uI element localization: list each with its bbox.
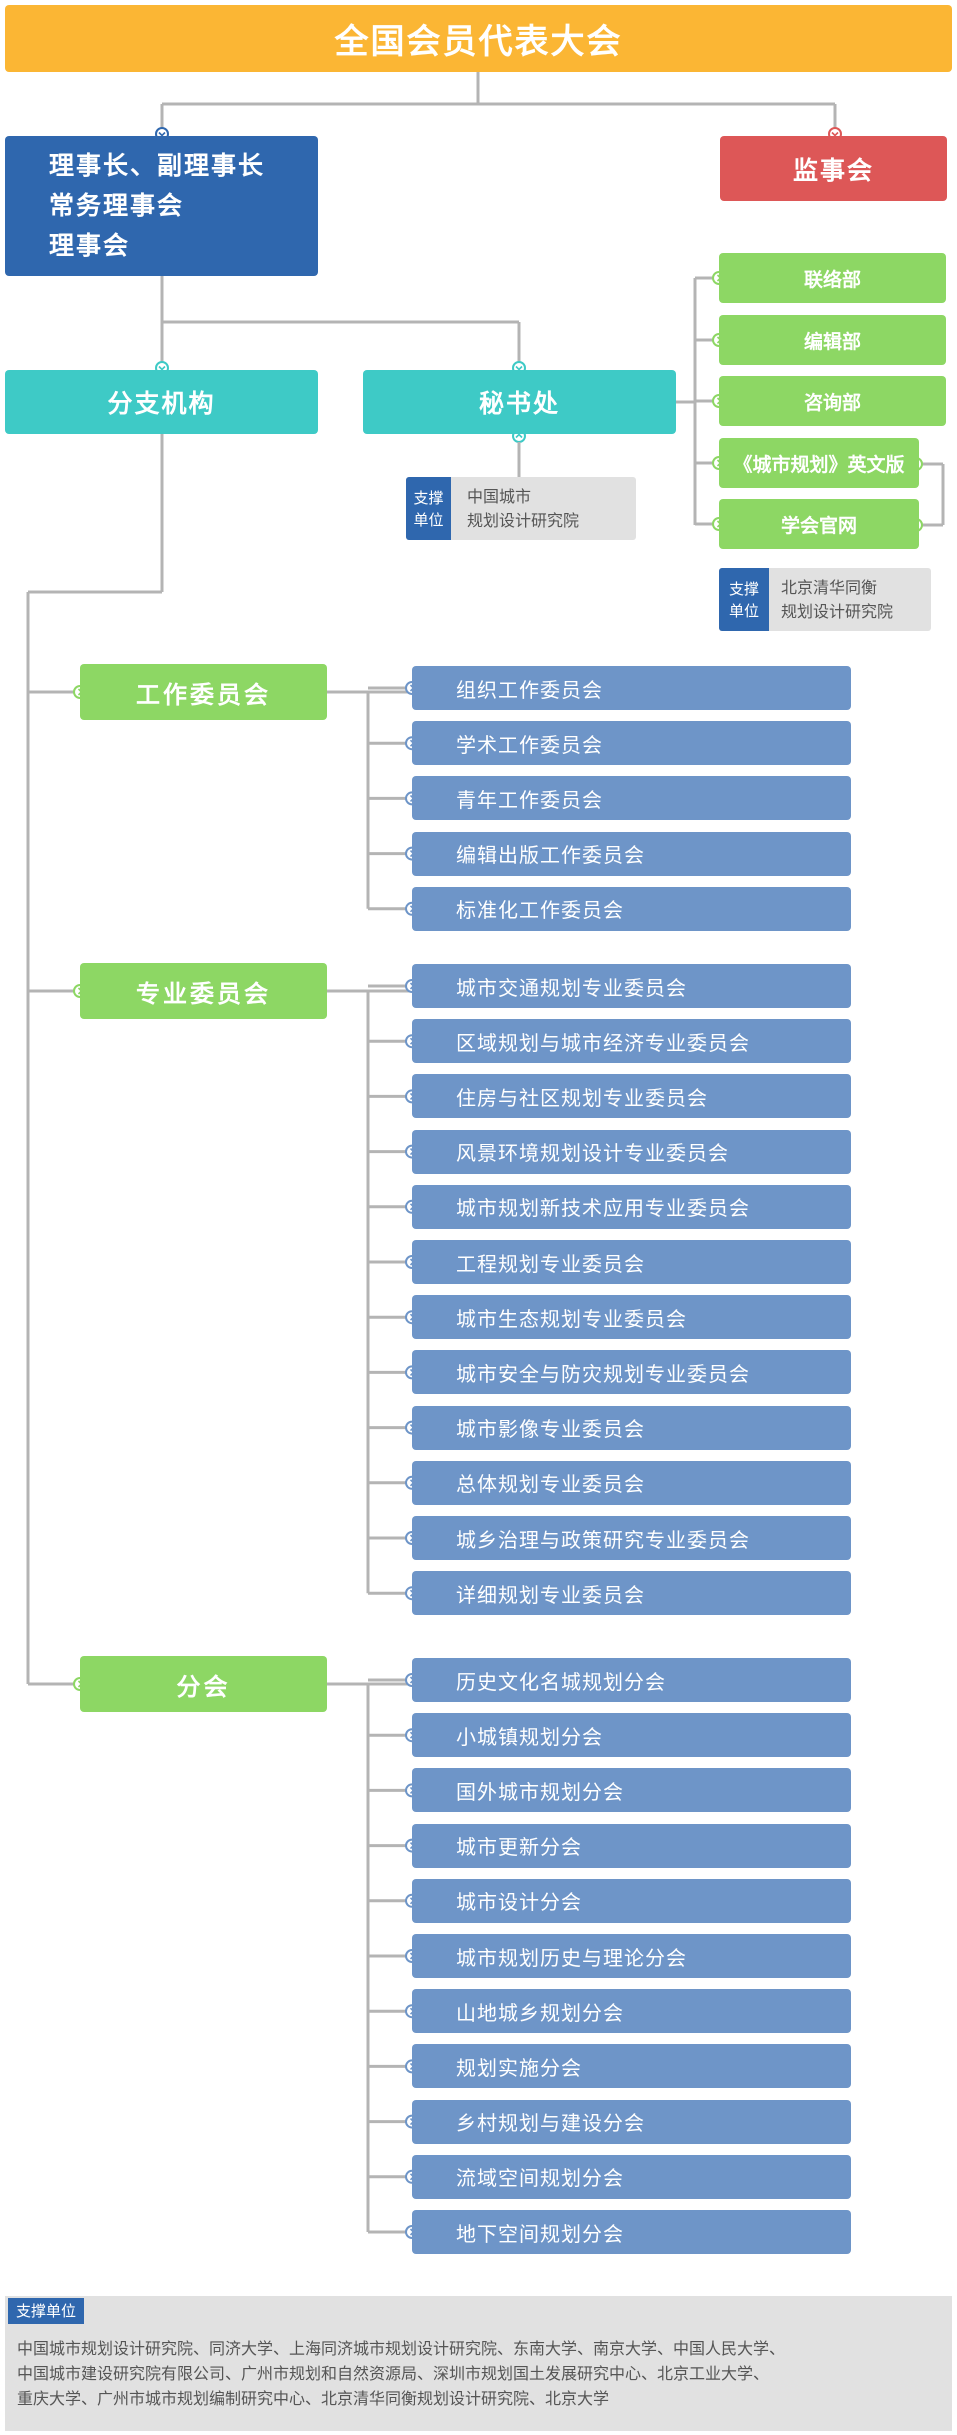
group-1-item: 编辑出版工作委员会	[412, 831, 851, 876]
footer-line: 重庆大学、广州市城市规划编制研究中心、北京清华同衡规划设计研究院、北京大学	[17, 2389, 610, 2408]
group-3-item: 乡村规划与建设分会	[412, 2099, 851, 2144]
council-line-2: 常务理事会	[49, 191, 185, 220]
footer-line: 中国城市建设研究院有限公司、广州市规划和自然资源局、深圳市规划国土发展研究中心、…	[17, 2364, 770, 2383]
department-4: 《城市规划》英文版	[719, 438, 919, 488]
department-1: 联络部	[719, 253, 946, 303]
supervisory-board-box: 监事会	[720, 136, 947, 201]
support-tag: 支撑 单位	[406, 477, 451, 540]
footer-support-units: 支撑单位 中国城市规划设计研究院、同济大学、上海同济城市规划设计研究院、东南大学…	[5, 2296, 952, 2431]
secretariat-support-unit: 支撑 单位 中国城市 规划设计研究院	[406, 477, 636, 540]
group-3-item: 地下空间规划分会	[412, 2210, 851, 2254]
council-line-1: 理事长、副理事长	[49, 151, 266, 180]
group-3-item: 城市设计分会	[412, 1878, 851, 1923]
footer-tag: 支撑单位	[8, 2298, 85, 2324]
support-text: 中国城市 规划设计研究院	[467, 486, 580, 530]
group-1-item: 青年工作委员会	[412, 776, 851, 821]
group-1-item: 学术工作委员会	[412, 721, 851, 766]
group-2-item: 城市交通规划专业委员会	[412, 964, 851, 1008]
group-3-item: 山地城乡规划分会	[412, 1989, 851, 2034]
group-3-item: 城市规划历史与理论分会	[412, 1934, 851, 1978]
group-box-1: 工作委员会	[80, 664, 327, 720]
secretariat-box: 秘书处	[363, 370, 676, 434]
group-3-item: 规划实施分会	[412, 2044, 851, 2089]
support-text: 北京清华同衡 规划设计研究院	[781, 577, 894, 621]
group-box-2: 专业委员会	[80, 963, 327, 1019]
group-2-item: 详细规划专业委员会	[412, 1571, 851, 1616]
group-box-3: 分会	[80, 1656, 327, 1712]
group-3-item: 历史文化名城规划分会	[412, 1658, 851, 1702]
departments-support-unit: 支撑 单位 北京清华同衡 规划设计研究院	[719, 568, 931, 631]
national-congress-box: 全国会员代表大会	[5, 5, 952, 72]
department-3: 咨询部	[719, 376, 946, 426]
group-2-item: 城乡治理与政策研究专业委员会	[412, 1516, 851, 1560]
group-3-item: 国外城市规划分会	[412, 1768, 851, 1813]
council-line-3: 理事会	[49, 231, 131, 260]
group-2-item: 总体规划专业委员会	[412, 1460, 851, 1505]
support-tag: 支撑 单位	[719, 568, 769, 631]
group-1-item: 组织工作委员会	[412, 666, 851, 710]
group-2-item: 风景环境规划设计专业委员会	[412, 1129, 851, 1174]
department-5: 学会官网	[719, 499, 919, 549]
group-2-item: 城市安全与防灾规划专业委员会	[412, 1350, 851, 1395]
group-2-item: 区域规划与城市经济专业委员会	[412, 1019, 851, 1064]
group-1-item: 标准化工作委员会	[412, 886, 851, 931]
footer-line: 中国城市规划设计研究院、同济大学、上海同济城市规划设计研究院、东南大学、南京大学…	[17, 2339, 786, 2358]
group-2-item: 城市影像专业委员会	[412, 1405, 851, 1450]
footer-text: 中国城市规划设计研究院、同济大学、上海同济城市规划设计研究院、东南大学、南京大学…	[17, 2336, 942, 2411]
branch-organizations-box: 分支机构	[5, 370, 318, 434]
group-2-item: 城市规划新技术应用专业委员会	[412, 1184, 851, 1229]
council-box: 理事长、副理事长 常务理事会 理事会	[5, 136, 318, 276]
group-3-item: 流域空间规划分会	[412, 2154, 851, 2199]
group-2-item: 城市生态规划专业委员会	[412, 1295, 851, 1340]
group-2-item: 住房与社区规划专业委员会	[412, 1074, 851, 1119]
group-2-item: 工程规划专业委员会	[412, 1240, 851, 1284]
group-3-item: 城市更新分会	[412, 1823, 851, 1868]
department-2: 编辑部	[719, 315, 946, 365]
group-3-item: 小城镇规划分会	[412, 1713, 851, 1758]
